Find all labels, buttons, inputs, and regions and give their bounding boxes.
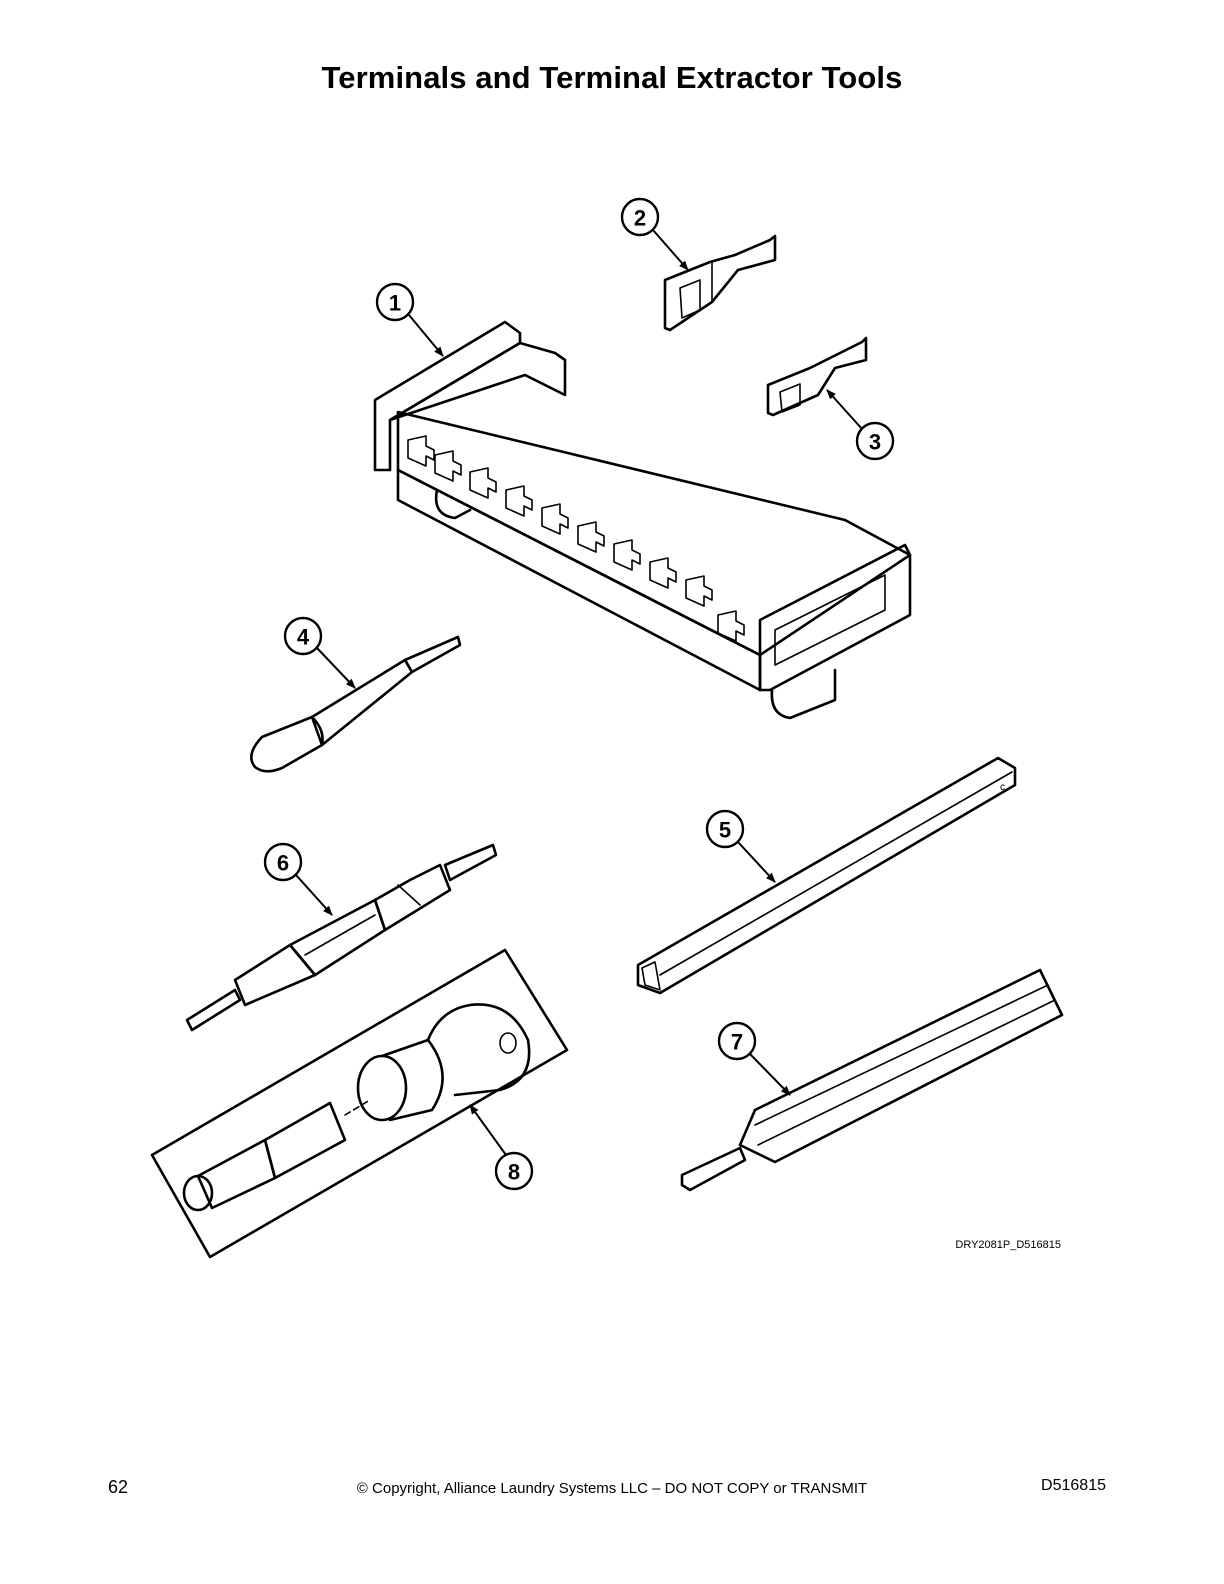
svg-text:1: 1 bbox=[389, 291, 401, 316]
callout-3: 3 bbox=[826, 389, 895, 461]
footer-doc-number: D516815 bbox=[1041, 1477, 1106, 1494]
svg-text:2: 2 bbox=[634, 206, 646, 231]
extractor-tool-7-drawing bbox=[680, 968, 1064, 1192]
terminal-3-drawing bbox=[766, 336, 868, 417]
svg-text:6: 6 bbox=[277, 851, 289, 876]
page-title: Terminals and Terminal Extractor Tools bbox=[321, 60, 903, 95]
callout-2: 2 bbox=[620, 197, 689, 271]
bit-socket-kit-drawing bbox=[150, 948, 569, 1259]
svg-text:7: 7 bbox=[731, 1030, 743, 1055]
extractor-tool-4-drawing bbox=[250, 635, 462, 773]
callout-1: 1 bbox=[375, 282, 444, 357]
svg-text:5: 5 bbox=[719, 818, 731, 843]
svg-text:c: c bbox=[1000, 782, 1005, 793]
callout-4: 4 bbox=[283, 616, 356, 689]
callout-8: 8 bbox=[469, 1104, 534, 1191]
terminal-2-drawing bbox=[663, 234, 777, 332]
figure-code: DRY2081P_D516815 bbox=[955, 1239, 1061, 1251]
svg-text:3: 3 bbox=[869, 430, 881, 455]
callout-5: 5 bbox=[705, 809, 776, 883]
footer-page-number: 62 bbox=[108, 1477, 129, 1497]
callout-6: 6 bbox=[263, 842, 333, 916]
extractor-tool-5-drawing: c bbox=[636, 756, 1017, 995]
callout-7: 7 bbox=[717, 1021, 791, 1096]
extractor-tool-6-drawing bbox=[185, 843, 498, 1032]
svg-text:8: 8 bbox=[508, 1160, 520, 1185]
footer-copyright: © Copyright, Alliance Laundry Systems LL… bbox=[356, 1480, 868, 1497]
svg-text:4: 4 bbox=[297, 625, 310, 650]
connector-housing-drawing bbox=[373, 320, 912, 720]
